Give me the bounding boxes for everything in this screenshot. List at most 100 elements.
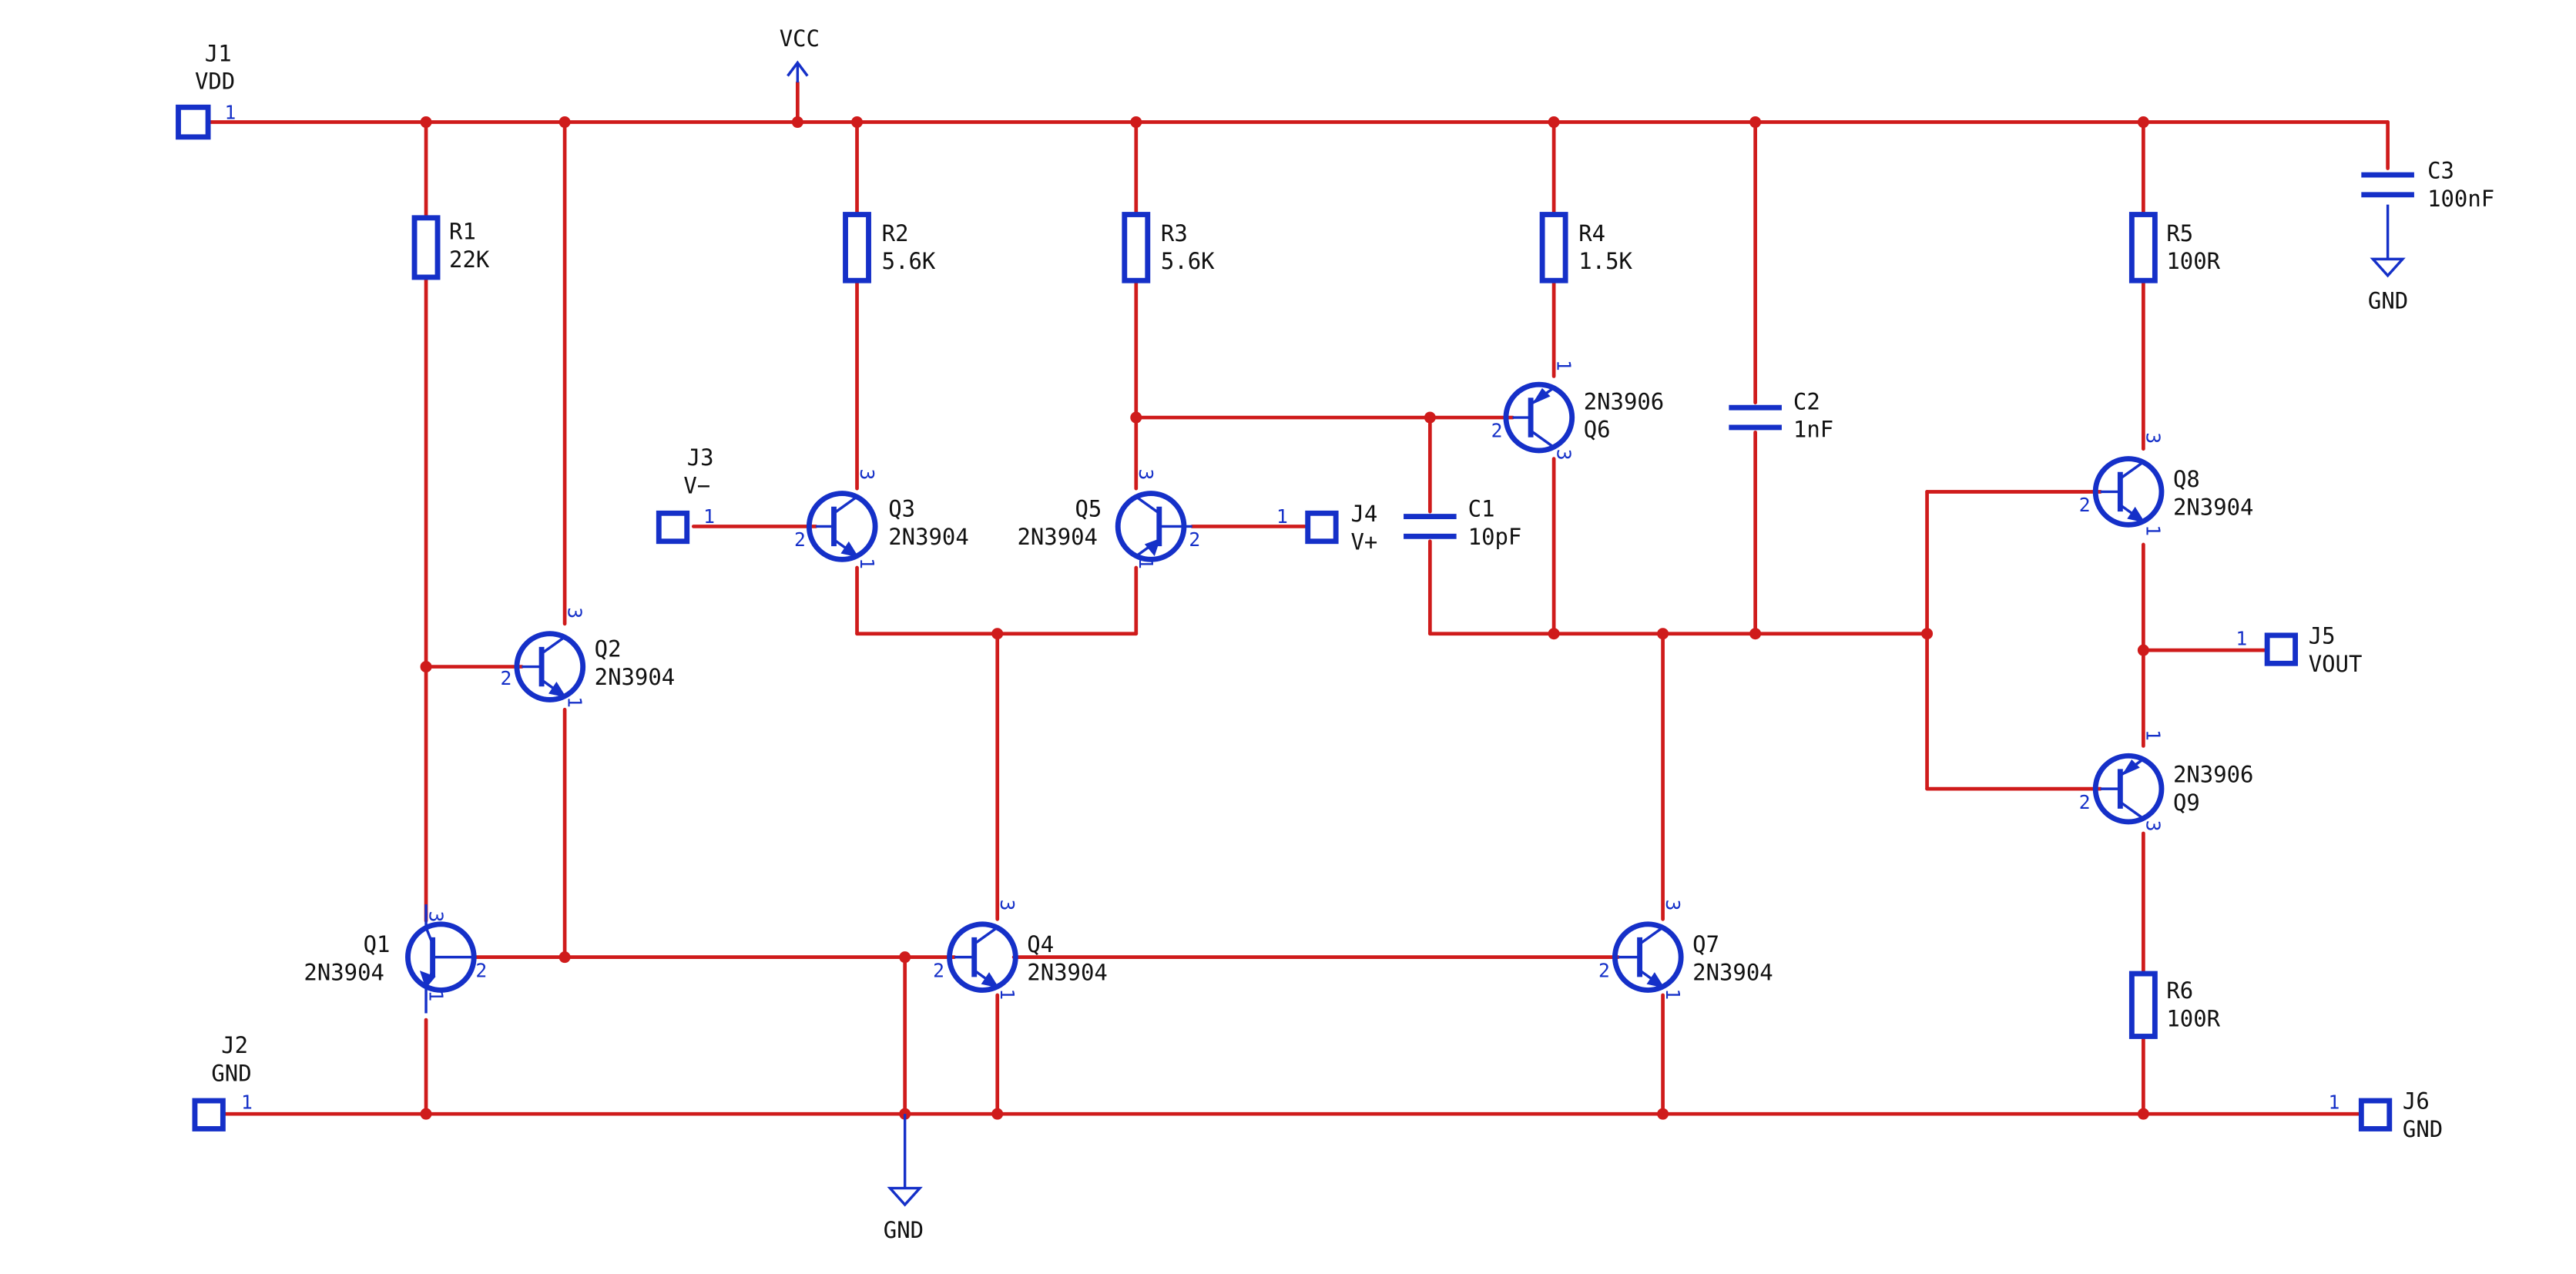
junction-dot	[899, 951, 911, 964]
resistor-R6: R6 100R	[2128, 971, 2221, 1039]
junction-dot	[1749, 116, 1762, 129]
wires	[206, 80, 2390, 1116]
resistor-ref: R5	[2166, 220, 2193, 246]
transistor-Q9: 1 2 3 2N3906 Q9	[2079, 729, 2254, 832]
resistor-R5: R5 100R	[2128, 212, 2221, 283]
capacitor-C1: C1 10pF	[1404, 496, 1521, 550]
connector-net: GND	[2403, 1116, 2443, 1142]
junction-dot	[1921, 628, 1934, 640]
connector-ref: J2	[221, 1032, 248, 1058]
connector-net: VOUT	[2309, 651, 2363, 677]
transistor-Q6: 1 2 3 2N3906 Q6	[1491, 360, 1665, 461]
connector-J4: 1 J4 V+	[1276, 501, 1377, 555]
connector-J2: 1 J2 GND	[192, 1032, 253, 1132]
junction-dot	[1548, 628, 1560, 640]
pin-number: 1	[996, 988, 1018, 1000]
pin-number: 2	[794, 528, 806, 551]
junction-dots	[420, 116, 2149, 1120]
junction-dot	[558, 116, 571, 129]
transistor-part: 2N3904	[2173, 494, 2254, 520]
transistor-ref: Q3	[888, 496, 915, 522]
pin-number: 3	[2142, 820, 2165, 832]
pin-number: 1	[856, 558, 878, 569]
gnd-power-symbol: GND	[2368, 204, 2408, 314]
pin-number: 1	[563, 696, 585, 708]
junction-dot	[1130, 411, 1142, 424]
resistor-ref: R1	[449, 219, 476, 245]
capacitor-value: 1nF	[1793, 417, 1833, 443]
transistor-ref: Q6	[1584, 417, 1611, 443]
vcc-power-symbol: VCC	[780, 25, 820, 83]
transistor-Q8: 3 2 1 Q8 2N3904	[2079, 432, 2254, 536]
pin-number: 3	[1552, 449, 1575, 461]
pin-number: 2	[2079, 791, 2091, 813]
pin-number: 1	[2142, 525, 2165, 536]
junction-dot	[420, 661, 432, 673]
resistor-value: 100R	[2166, 248, 2220, 274]
connector-J1: 1 J1 VDD	[176, 40, 236, 140]
capacitor-value: 100nF	[2427, 186, 2494, 212]
pin-number: 3	[1662, 900, 1684, 911]
junction-dot	[1130, 116, 1142, 129]
junction-dot	[991, 628, 1004, 640]
junction-dot	[2137, 644, 2149, 656]
resistor-ref: R6	[2166, 977, 2193, 1004]
pin-number: 3	[2142, 432, 2165, 444]
junction-dot	[420, 116, 432, 129]
transistor-Q4: 3 2 1 Q4 2N3904	[933, 900, 1108, 1001]
transistor-ref: Q9	[2173, 790, 2200, 816]
transistor-ref: Q1	[364, 931, 391, 957]
resistor-value: 1.5K	[1578, 248, 1632, 274]
transistor-ref: Q4	[1027, 931, 1054, 957]
pin-number: 3	[996, 900, 1018, 911]
transistor-part: 2N3904	[1692, 960, 1773, 986]
resistor-ref: R4	[1578, 220, 1605, 246]
pin-number: 1	[1135, 558, 1157, 569]
junction-dot	[2137, 1108, 2149, 1120]
pin-number: 3	[856, 468, 878, 480]
junction-dot	[420, 1108, 432, 1120]
pin-number: 1	[2236, 628, 2247, 650]
resistor-value: 100R	[2166, 1006, 2220, 1032]
connector-ref: J6	[2403, 1088, 2430, 1115]
connector-ref: J3	[687, 444, 714, 471]
gnd-label: GND	[2368, 288, 2408, 314]
junction-dot	[1749, 628, 1762, 640]
transistor-Q1: 3 2 1 Q1 2N3904	[304, 904, 487, 1014]
transistor-ref: Q7	[1692, 931, 1719, 957]
transistor-part: 2N3904	[595, 664, 676, 690]
junction-dot	[2137, 116, 2149, 129]
transistor-Q7: 3 2 1 Q7 2N3904	[1598, 900, 1773, 1001]
vcc-label: VCC	[780, 25, 820, 52]
connector-net: V+	[1350, 528, 1377, 555]
junction-dot	[791, 116, 803, 129]
junction-dot	[991, 1108, 1004, 1120]
capacitor-ref: C1	[1468, 496, 1495, 522]
pin-number: 3	[424, 911, 447, 923]
pin-number: 1	[225, 101, 236, 123]
connector-ref: J5	[2309, 623, 2336, 649]
pin-number: 2	[1189, 528, 1200, 551]
junction-dot	[1548, 116, 1560, 129]
capacitor-C2: C2 1nF	[1729, 388, 1833, 443]
junction-dot	[1424, 411, 1436, 424]
resistor-ref: R2	[882, 220, 909, 246]
gnd-power-symbol: GND	[884, 1114, 924, 1243]
transistor-part: 2N3906	[2173, 762, 2254, 788]
junction-dot	[1657, 628, 1669, 640]
pin-number: 1	[2328, 1091, 2340, 1114]
transistor-part: 2N3904	[1017, 524, 1098, 550]
pin-number: 2	[501, 667, 512, 689]
resistor-R4: R4 1.5K	[1539, 212, 1633, 283]
connector-J6: 1 J6 GND	[2328, 1088, 2443, 1142]
connector-J5: 1 J5 VOUT	[2236, 623, 2362, 677]
pin-number: 2	[1598, 959, 1610, 981]
resistor-R1: R1 22K	[411, 215, 490, 280]
pin-number: 1	[424, 990, 447, 1001]
pin-number: 1	[2142, 729, 2165, 741]
capacitor-C3: C3 100nF	[2361, 157, 2494, 212]
resistor-value: 5.6K	[882, 248, 936, 274]
connector-ref: J1	[205, 40, 232, 66]
pin-number: 1	[241, 1091, 253, 1114]
